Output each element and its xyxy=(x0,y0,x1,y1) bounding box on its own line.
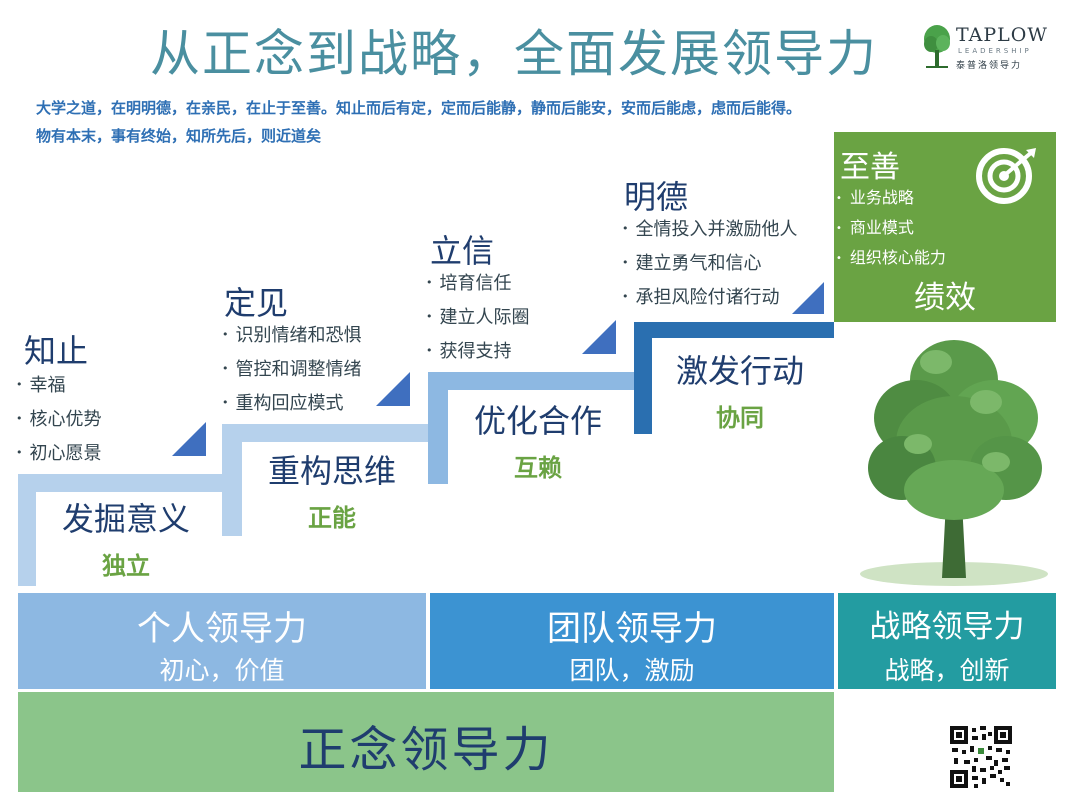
qr-code-icon xyxy=(950,726,1012,788)
target-icon xyxy=(976,148,1036,204)
step-1-bullets: 幸福 核心优势 初心愿景 xyxy=(16,370,102,472)
step-4-bullet: 承担风险付诸行动 xyxy=(622,282,798,316)
step-2-riser xyxy=(222,424,242,536)
step-3-tread xyxy=(428,372,634,390)
summit-bullet-text: 业务战略 xyxy=(849,188,914,207)
corner-triangle-2 xyxy=(376,372,410,406)
step-3-bullets: 培育信任 建立人际圈 获得支持 xyxy=(426,268,530,370)
step-4-heading: 明德 xyxy=(624,178,689,216)
step-3-bullet: 获得支持 xyxy=(426,336,530,370)
band-team: 团队领导力 团队，激励 xyxy=(430,593,834,689)
step-2-bullet: 识别情绪和恐惧 xyxy=(222,320,362,354)
summit-bullets: •业务战略 •商业模式 •组织核心能力 xyxy=(836,184,946,274)
step-3-state: 互赖 xyxy=(514,454,562,482)
step-4-state: 协同 xyxy=(716,404,764,432)
page-title: 从正念到战略，全面发展领导力 xyxy=(150,25,878,83)
logo-subtitle: LEADERSHIP xyxy=(958,47,1032,55)
step-4-tread xyxy=(634,322,834,338)
step-4-bullet: 建立勇气和信心 xyxy=(622,248,798,282)
step-4-label: 激发行动 xyxy=(675,352,804,390)
summit-box: 至善 •业务战略 •商业模式 •组织核心能力 绩效 xyxy=(834,132,1056,322)
band-personal-label: 个人领导力 xyxy=(137,609,307,649)
step-4-bullet: 全情投入并激励他人 xyxy=(622,214,798,248)
step-2-bullets: 识别情绪和恐惧 管控和调整情绪 重构回应模式 xyxy=(222,320,362,422)
band-strategic: 战略领导力 战略，创新 xyxy=(838,593,1056,689)
intro-line-2: 物有本末，事有终始，知所先后，则近道矣 xyxy=(36,127,322,145)
band-personal-sub: 初心，价值 xyxy=(159,656,285,685)
tree-illustration xyxy=(860,340,1048,586)
step-1-tread xyxy=(18,474,222,492)
band-team-label: 团队领导力 xyxy=(547,609,717,649)
step-1-riser xyxy=(18,474,36,586)
step-3-bullet: 培育信任 xyxy=(426,268,530,302)
taplow-logo: TAPLOW LEADERSHIP 泰普洛领导力 xyxy=(922,24,1062,72)
step-2-heading: 定见 xyxy=(224,284,289,322)
intro-text: 大学之道，在明明德，在亲民，在止于至善。知止而后有定，定而后能静，静而后能安，安… xyxy=(36,94,1046,150)
summit-bullet: •组织核心能力 xyxy=(836,248,946,267)
step-1-heading: 知止 xyxy=(24,332,89,370)
corner-triangle-3 xyxy=(582,320,616,354)
step-1-state: 独立 xyxy=(102,552,150,580)
summit-heading: 至善 xyxy=(840,150,900,185)
step-1-bullet: 初心愿景 xyxy=(16,438,102,472)
step-2-bullet: 管控和调整情绪 xyxy=(222,354,362,388)
band-team-sub: 团队，激励 xyxy=(569,656,695,685)
step-1-label: 发掘意义 xyxy=(61,500,190,538)
step-2-tread xyxy=(222,424,428,442)
step-3-riser xyxy=(428,372,448,484)
corner-triangle-4 xyxy=(792,282,824,314)
step-4-riser xyxy=(634,322,652,434)
step-2-label: 重构思维 xyxy=(267,452,396,490)
band-strategic-label: 战略领导力 xyxy=(869,609,1025,645)
step-3-label: 优化合作 xyxy=(473,402,602,440)
band-strategic-sub: 战略，创新 xyxy=(884,656,1010,685)
step-3-heading: 立信 xyxy=(430,232,495,270)
tree-icon xyxy=(924,25,950,68)
summit-label: 绩效 xyxy=(914,280,976,316)
step-4-bullets: 全情投入并激励他人 建立勇气和信心 承担风险付诸行动 xyxy=(622,214,798,316)
corner-triangle-1 xyxy=(172,422,206,456)
band-personal: 个人领导力 初心，价值 xyxy=(18,593,426,689)
step-1-bullet: 幸福 xyxy=(16,370,102,404)
step-2-bullet: 重构回应模式 xyxy=(222,388,362,422)
logo-chinese: 泰普洛领导力 xyxy=(956,61,1023,71)
summit-bullet: •商业模式 xyxy=(836,218,914,237)
intro-line-1: 大学之道，在明明德，在亲民，在止于至善。知止而后有定，定而后能静，静而后能安，安… xyxy=(36,99,802,117)
bottom-band-label: 正念领导力 xyxy=(298,722,554,778)
bottom-band: 正念领导力 xyxy=(18,692,834,792)
step-3-bullet: 建立人际圈 xyxy=(426,302,530,336)
summit-bullet: •业务战略 xyxy=(836,188,914,207)
summit-bullet-text: 组织核心能力 xyxy=(849,248,946,267)
step-1-bullet: 核心优势 xyxy=(16,404,102,438)
logo-wordmark: TAPLOW xyxy=(956,24,1048,46)
summit-bullet-text: 商业模式 xyxy=(849,218,914,237)
step-2-state: 正能 xyxy=(308,504,356,532)
